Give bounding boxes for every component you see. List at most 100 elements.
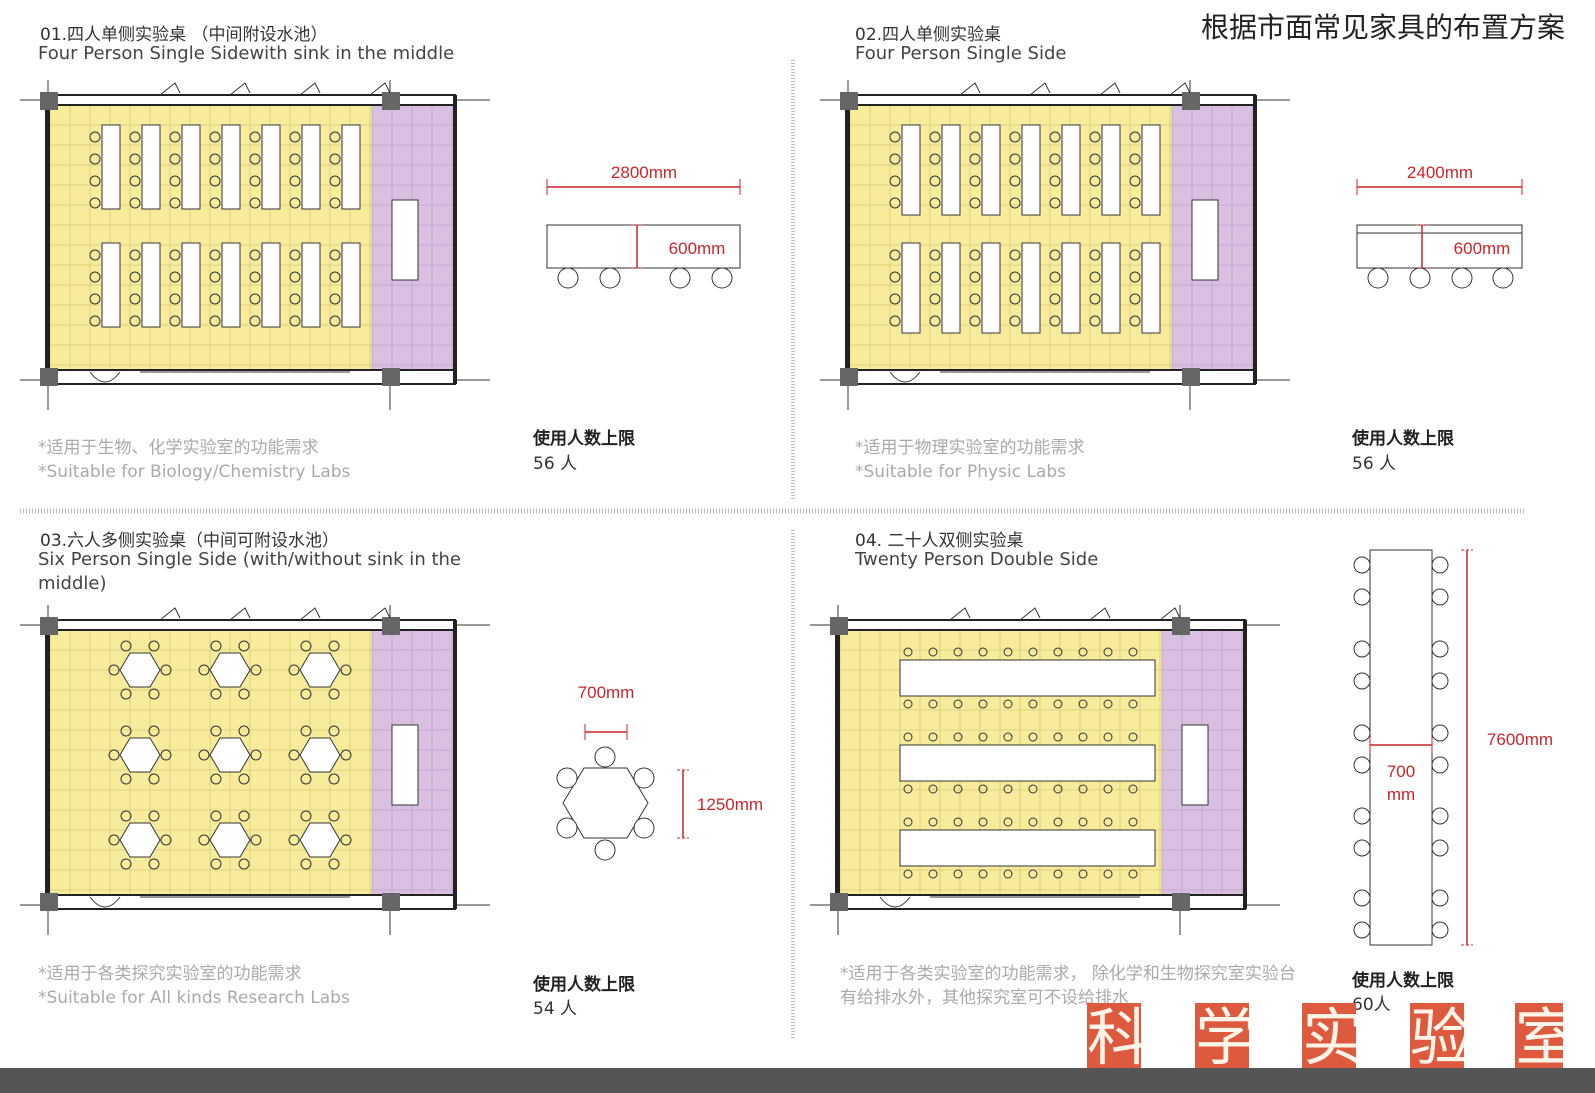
seat (1128, 869, 1138, 879)
seat (1353, 672, 1371, 690)
seat (108, 749, 120, 761)
seat (903, 732, 913, 742)
door-counter (879, 896, 1140, 908)
seat (300, 688, 312, 700)
seat (978, 699, 988, 709)
column (1182, 92, 1200, 110)
seat (1089, 249, 1101, 261)
seat (329, 315, 341, 327)
seat (89, 153, 101, 165)
seat (289, 175, 301, 187)
dim-label-side-3: 700mm (578, 683, 635, 702)
wall-left (45, 95, 50, 384)
dim-label-width-4: 700 (1387, 762, 1415, 781)
seat (209, 249, 221, 261)
seat (120, 688, 132, 700)
seat (249, 293, 261, 305)
seat (129, 249, 141, 261)
seat (148, 725, 160, 737)
seat (89, 271, 101, 283)
seat (1078, 732, 1088, 742)
lab-table (981, 242, 1001, 334)
seat (929, 175, 941, 187)
seat (169, 249, 181, 261)
column (40, 368, 58, 386)
hex-table (209, 737, 251, 773)
table-elevation-1 (546, 224, 741, 269)
seat (89, 249, 101, 261)
seat (669, 267, 691, 289)
seat (929, 271, 941, 283)
lab-table (261, 242, 281, 328)
seat (209, 175, 221, 187)
seat (969, 131, 981, 143)
seat (1009, 315, 1021, 327)
seat (1128, 817, 1138, 827)
window-icon (369, 607, 391, 621)
seat (329, 249, 341, 261)
seat (129, 293, 141, 305)
panel-1-title-en: Four Person Single Sidewith sink in the … (38, 43, 455, 64)
seat (198, 664, 210, 676)
panel-4-title-en: Twenty Person Double Side (855, 549, 1099, 570)
column (382, 617, 400, 635)
seat (1128, 732, 1138, 742)
sink-counter (391, 724, 419, 806)
seat (238, 810, 250, 822)
banner-char-4: 验 (1410, 1003, 1464, 1073)
seat (1103, 869, 1113, 879)
sink-counter (391, 199, 419, 281)
seat (108, 834, 120, 846)
seat (1103, 732, 1113, 742)
column (1172, 893, 1190, 911)
seat (340, 664, 352, 676)
seat (329, 175, 341, 187)
column (40, 92, 58, 110)
window-icon (299, 607, 321, 621)
lab-table (1101, 124, 1121, 216)
panel-4-capacity-label: 使用人数上限 (1352, 971, 1454, 991)
hex-table (209, 822, 251, 858)
seat (978, 869, 988, 879)
seat (1353, 640, 1371, 658)
seat (1353, 724, 1371, 742)
seat (209, 271, 221, 283)
wall-right (1243, 620, 1247, 909)
seat (889, 315, 901, 327)
seat (148, 773, 160, 785)
seat (1409, 267, 1431, 289)
seat (969, 315, 981, 327)
seat (928, 869, 938, 879)
seat (300, 810, 312, 822)
seat (1049, 131, 1061, 143)
seat (1451, 267, 1473, 289)
seat (1078, 699, 1088, 709)
seat (1431, 672, 1449, 690)
panel-3-title-en: Six Person Single Side (with/without sin… (38, 549, 461, 594)
seat (1089, 153, 1101, 165)
seat (238, 725, 250, 737)
seat (209, 293, 221, 305)
lab-table (141, 124, 161, 210)
seat (1078, 647, 1088, 657)
seat (953, 647, 963, 657)
seat (1431, 724, 1449, 742)
seat (289, 315, 301, 327)
seat (1431, 921, 1449, 939)
seat (238, 858, 250, 870)
seat (1431, 556, 1449, 574)
window-icon (1089, 607, 1111, 621)
seat (108, 664, 120, 676)
lab-table (981, 124, 1001, 216)
seat (89, 131, 101, 143)
seat (129, 315, 141, 327)
lab-table (101, 242, 121, 328)
panel-1-capacity-value: 56 人 (533, 454, 578, 474)
seat (250, 834, 262, 846)
floor-plan-1 (20, 80, 490, 410)
seat (210, 725, 222, 737)
seat (1431, 889, 1449, 907)
seat (711, 267, 733, 289)
seat (289, 131, 301, 143)
seat (903, 699, 913, 709)
